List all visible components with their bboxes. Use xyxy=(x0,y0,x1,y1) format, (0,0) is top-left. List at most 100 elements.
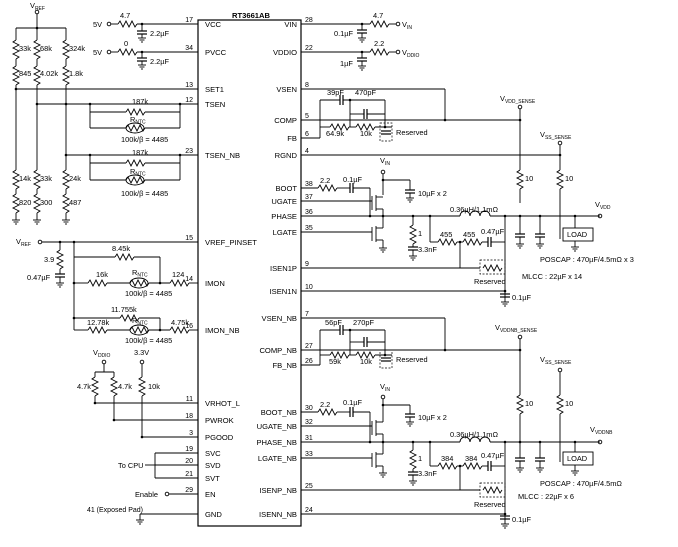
nb-res: Reserved xyxy=(396,355,428,364)
div-r1a: 33k xyxy=(19,44,31,53)
vss-sense-label: VSS_SENSE xyxy=(540,130,572,141)
pin-name-left: IMON xyxy=(205,279,225,288)
pull-r3: 10k xyxy=(148,382,160,391)
r-vin: 4.7 xyxy=(373,11,383,20)
vref-left-label: VREF xyxy=(16,237,31,248)
pin-number-right: 24 xyxy=(305,507,313,514)
vddio-out: VDDIO xyxy=(402,48,420,59)
pin-name-right: FB xyxy=(287,134,297,143)
vdd-sense-label: VVDD_SENSE xyxy=(500,94,536,105)
imonnb-ntc: RNTC xyxy=(132,316,148,327)
div-r2a: 68k xyxy=(40,44,52,53)
rail-5v-b: 5V xyxy=(93,48,102,57)
pin-number-right: 27 xyxy=(305,343,313,350)
imonnb-ntc-spec: 100k/β = 4485 xyxy=(125,336,172,345)
comp-r1: 64.9k xyxy=(326,129,344,138)
tsen-network: 187k RNTC 100k/β = 4485 xyxy=(88,97,182,144)
isen-r2: 455 xyxy=(463,230,475,239)
pin-name-right: BOOT_NB xyxy=(261,408,297,417)
tsennb-ntc: RNTC xyxy=(130,167,146,178)
pin-name-right: RGND xyxy=(275,151,298,160)
vdd-out: VVDD xyxy=(595,200,611,211)
nb-c2: 270pF xyxy=(353,318,374,327)
pin-name-right: PHASE_NB xyxy=(256,438,297,447)
ind1: 0.36µH/1.1mΩ xyxy=(450,205,498,214)
pin-number-right: 7 xyxy=(305,311,309,318)
pull-r1: 4.7k xyxy=(77,382,91,391)
pin-number-right: 37 xyxy=(305,194,313,201)
ic-body xyxy=(197,19,302,527)
r-vddio: 2.2 xyxy=(374,39,384,48)
vddnb-compensation: 56pF 270pF 59k 10k Reserved xyxy=(301,317,520,369)
poscap2: POSCAP : 470µF/4.5mΩ xyxy=(540,479,622,488)
nb-isen-r1: 384 xyxy=(441,454,453,463)
nb-c1: 56pF xyxy=(325,318,342,327)
vddnb-out: VVDDNB xyxy=(590,425,613,436)
pin-name-right: VSEN xyxy=(276,85,297,94)
vin2-label: VIN xyxy=(380,382,390,393)
vref-top-label: VREF xyxy=(30,1,45,12)
tsen-ntc-spec: 100k/β = 4485 xyxy=(121,135,168,144)
nb-r-sense2: 10 xyxy=(565,399,573,408)
imonnb-r3: 4.75k xyxy=(171,318,189,327)
nb-snub-r: 1 xyxy=(418,454,422,463)
pin-number-left: 3 xyxy=(189,430,193,437)
isen-r1: 455 xyxy=(440,230,452,239)
nb-snub-c: 3.3nF xyxy=(418,469,437,478)
pin-name-right: LGATE xyxy=(273,228,297,237)
tsen-r: 187k xyxy=(132,97,148,106)
pin-name-right: UGATE xyxy=(271,197,297,206)
comp-res: Reserved xyxy=(396,128,428,137)
pull-r2: 4.7k xyxy=(118,382,132,391)
imon-r3: 124 xyxy=(172,270,184,279)
rail-5v-a: 5V xyxy=(93,20,102,29)
boot-r: 2.2 xyxy=(320,176,330,185)
pin-number-right: 25 xyxy=(305,483,313,490)
pin-number-left: 11 xyxy=(186,396,193,403)
pin-number-left: 23 xyxy=(185,148,193,155)
pin-name-left: PVCC xyxy=(205,48,227,57)
ic-name: RT3661AB xyxy=(232,11,270,20)
vddnb-power-stage: 2.2 0.1µF VIN 10µF x 2 0.36µH/1.1mΩ VVDD… xyxy=(301,382,622,529)
pin-name-left: VCC xyxy=(205,20,222,29)
tsen-ntc: RNTC xyxy=(130,115,146,126)
div-r1b: 845 xyxy=(19,69,31,78)
c-pvcc-label: 2.2µF xyxy=(150,57,170,66)
pin-name-right: FB_NB xyxy=(273,361,297,370)
vcc-circuit: 5V 4.7 2.2µF 5V 0 2.2µF xyxy=(93,11,198,70)
pin-number-right: 31 xyxy=(305,435,313,442)
isenn-c: 0.1µF xyxy=(512,293,532,302)
pin-name-left: SVD xyxy=(205,461,221,470)
pin-name-right: UGATE_NB xyxy=(257,422,297,431)
pin-name-right: ISEN1N xyxy=(270,287,297,296)
vdd-sense: VVDD_SENSE 10 VSS_SENSE 10 xyxy=(500,94,573,239)
pin-number-right: 8 xyxy=(305,82,309,89)
pin-number-right: 5 xyxy=(305,113,309,120)
pin-number-left: 16 xyxy=(185,323,193,330)
div-r5a: 33k xyxy=(40,174,52,183)
pin-name-left: EN xyxy=(205,490,216,499)
c-vddio: 1µF xyxy=(340,59,353,68)
pin-name-left: PWROK xyxy=(205,416,234,425)
nb-boot-c: 0.1µF xyxy=(343,398,363,407)
vref-c: 0.47µF xyxy=(27,273,51,282)
pin-name-left: VRHOT_L xyxy=(205,399,240,408)
pin-number-left: 17 xyxy=(185,17,193,24)
r-pvcc-label: 0 xyxy=(124,39,128,48)
mlcc1: MLCC : 22µF x 14 xyxy=(522,272,582,281)
vin-out: VIN xyxy=(402,20,412,31)
pin-name-left: TSEN xyxy=(205,100,225,109)
pin-number-right: 6 xyxy=(305,131,309,138)
pin-name-right: VIN xyxy=(284,20,297,29)
imonnb-r1: 11.755k xyxy=(111,305,137,314)
nb-boot-r: 2.2 xyxy=(320,400,330,409)
pin-name-left: TSEN_NB xyxy=(205,151,240,160)
pin-number-left: 13 xyxy=(185,82,193,89)
pin-number-right: 10 xyxy=(305,284,313,291)
poscap1: POSCAP : 470µF/4.5mΩ x 3 xyxy=(540,255,634,264)
vssnb-sense-label: VSS_SENSE xyxy=(540,355,572,366)
cin2: 10µF x 2 xyxy=(418,413,447,422)
pin-number-left: 18 xyxy=(185,413,193,420)
pin-number-right: 30 xyxy=(305,405,313,412)
